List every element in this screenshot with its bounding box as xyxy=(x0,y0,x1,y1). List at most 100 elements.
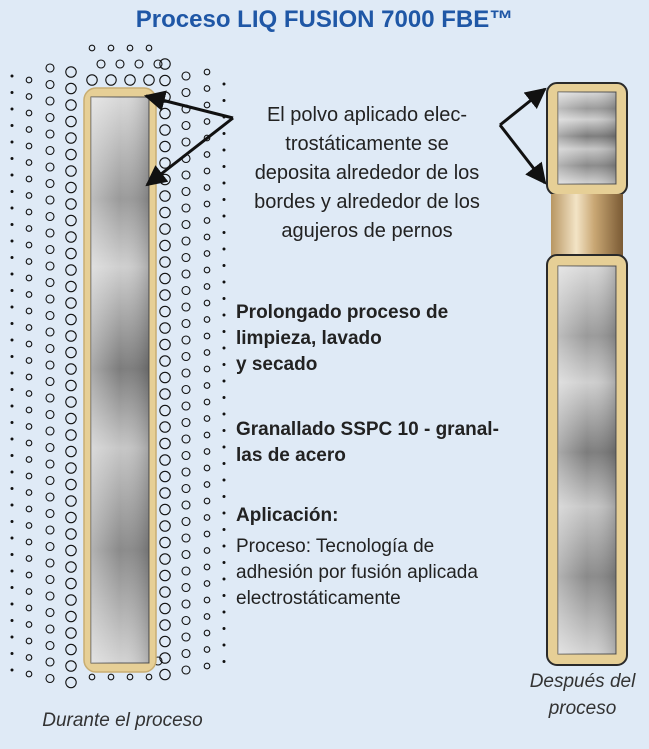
powder-particle xyxy=(10,157,14,160)
powder-particle xyxy=(181,368,191,378)
powder-particle xyxy=(203,184,211,191)
powder-particle xyxy=(65,363,77,375)
powder-particle xyxy=(203,596,211,604)
powder-particle xyxy=(65,346,77,359)
powder-particle xyxy=(159,470,171,483)
powder-particle xyxy=(222,643,226,647)
powder-particle xyxy=(159,338,171,351)
powder-particle xyxy=(159,58,171,70)
powder-note-line: trostáticamente se xyxy=(285,133,449,155)
powder-particle xyxy=(45,162,55,172)
powder-particle xyxy=(181,533,191,543)
powder-particle xyxy=(10,371,14,375)
powder-particle xyxy=(10,272,14,276)
powder-particle xyxy=(181,665,191,675)
powder-particle xyxy=(10,536,14,540)
powder-particle xyxy=(159,635,171,648)
powder-particle xyxy=(10,388,14,391)
powder-particle xyxy=(65,82,77,95)
powder-particle xyxy=(159,520,171,532)
powder-particle xyxy=(222,577,226,581)
powder-particle xyxy=(25,340,33,348)
powder-particle xyxy=(222,264,226,267)
powder-particle xyxy=(65,478,77,491)
powder-particle xyxy=(88,673,96,681)
powder-particle xyxy=(159,371,171,384)
powder-particle xyxy=(222,148,226,152)
powder-particle xyxy=(10,289,14,292)
powder-particle xyxy=(65,165,77,177)
powder-particle xyxy=(222,297,226,300)
powder-particle xyxy=(203,481,211,488)
powder-particle xyxy=(10,338,14,342)
powder-particle xyxy=(159,619,171,631)
powder-particle xyxy=(45,591,55,601)
powder-particle xyxy=(222,429,226,432)
powder-particle xyxy=(203,167,211,175)
powder-particle xyxy=(181,632,191,642)
powder-particle xyxy=(203,349,211,356)
powder-particle xyxy=(10,635,14,639)
powder-particle xyxy=(159,487,171,499)
powder-particle xyxy=(65,643,77,656)
powder-particle xyxy=(181,450,191,461)
powder-particle xyxy=(181,417,191,428)
powder-particle xyxy=(45,376,55,387)
powder-particle xyxy=(65,676,77,689)
powder-particle xyxy=(65,412,77,425)
powder-particle xyxy=(181,516,191,527)
powder-particle xyxy=(25,225,33,232)
powder-particle xyxy=(159,355,171,367)
powder-particle xyxy=(45,261,55,271)
callout-arrows xyxy=(143,87,547,187)
powder-particle xyxy=(25,621,33,628)
powder-particle xyxy=(222,528,226,531)
powder-particle xyxy=(65,561,77,573)
powder-particle xyxy=(10,404,14,408)
powder-particle xyxy=(222,313,226,317)
powder-particle xyxy=(159,322,171,334)
powder-particle xyxy=(181,549,191,560)
powder-particle xyxy=(203,530,211,538)
powder-particle xyxy=(203,134,211,142)
bolt-hole-coating xyxy=(551,194,623,258)
powder-particle xyxy=(203,85,211,92)
powder-note: El polvo aplicado elec- trostáticamente … xyxy=(222,101,512,246)
powder-particle xyxy=(159,454,171,466)
powder-particle xyxy=(222,99,226,102)
coated-bar-during-process xyxy=(83,87,157,673)
powder-particle xyxy=(10,190,14,193)
powder-particle xyxy=(203,250,211,257)
powder-particle xyxy=(45,657,55,667)
powder-particle xyxy=(10,355,14,358)
powder-particle xyxy=(65,214,77,227)
powder-particle xyxy=(65,528,77,540)
powder-particle xyxy=(45,475,55,486)
powder-particle xyxy=(181,467,191,477)
powder-particle xyxy=(159,206,171,219)
powder-particle xyxy=(65,462,77,474)
powder-particle xyxy=(203,431,211,439)
powder-particle xyxy=(25,390,33,397)
powder-particle xyxy=(25,357,33,364)
powder-particle xyxy=(10,503,14,507)
powder-particle xyxy=(25,175,33,183)
powder-particle xyxy=(222,544,226,548)
powder-particle xyxy=(203,101,211,109)
powder-note-line: El polvo aplicado elec- xyxy=(266,104,468,126)
powder-particle xyxy=(45,624,55,634)
powder-particle xyxy=(10,239,14,243)
powder-particle xyxy=(45,79,55,90)
application-description: Proceso: Tecnología de adhesión por fusi… xyxy=(236,534,541,612)
powder-particle xyxy=(203,646,211,653)
powder-particle xyxy=(159,536,171,549)
powder-particle xyxy=(25,654,33,661)
powder-particle xyxy=(45,409,55,420)
powder-particle xyxy=(153,59,163,69)
powder-particle xyxy=(45,195,55,205)
powder-particle xyxy=(45,492,55,502)
application-title: Aplicación: xyxy=(236,505,339,526)
powder-particle xyxy=(181,302,191,312)
